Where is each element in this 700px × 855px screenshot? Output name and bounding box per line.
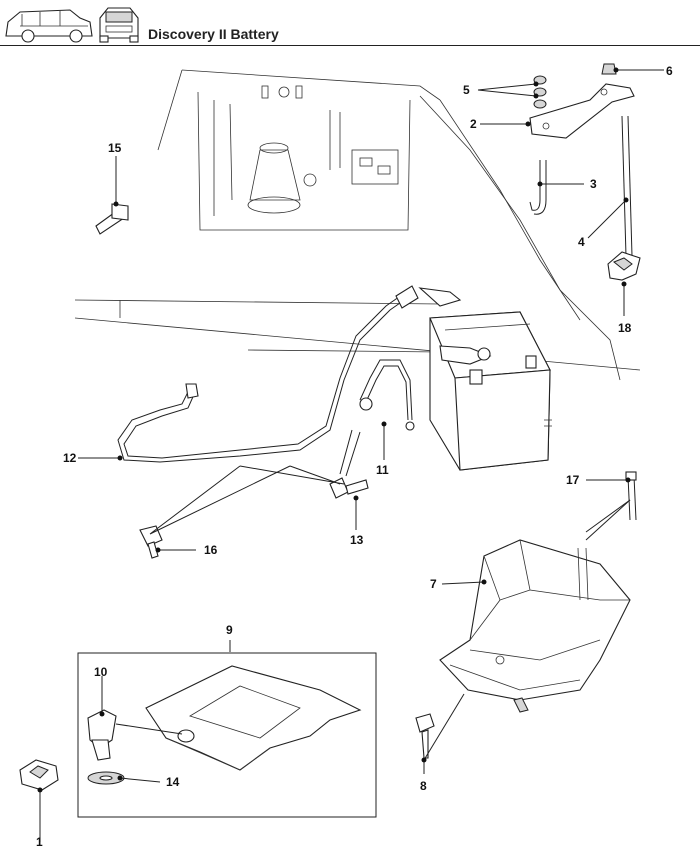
j-bolt (529, 160, 547, 215)
callout-10: 10 (94, 665, 108, 679)
header-rule (0, 45, 700, 46)
callout-18: 18 (618, 321, 632, 335)
header-bar: Discovery II Battery (0, 0, 700, 46)
nut-6 (601, 63, 617, 75)
callout-15: 15 (108, 141, 122, 155)
positive-battery-cable (117, 285, 462, 463)
battery-clamp-bracket (529, 83, 635, 139)
screw-8 (415, 713, 435, 759)
callout-4: 4 (578, 235, 585, 249)
vehicle-front-view-icon (99, 7, 139, 43)
callout-8: 8 (420, 779, 427, 793)
bolt-15 (95, 203, 129, 235)
negative-battery-cable (359, 345, 492, 431)
callout-14: 14 (166, 775, 180, 789)
callout-2: 2 (470, 117, 477, 131)
callout-17: 17 (566, 473, 580, 487)
cover-panel-box (77, 652, 377, 818)
body-structure (74, 69, 641, 381)
bolt-13 (329, 477, 369, 499)
vehicle-side-view-icon (5, 9, 93, 43)
rod-17 (625, 471, 637, 521)
callout-arrowheads (37, 67, 631, 793)
callout-16: 16 (204, 543, 218, 557)
callout-1: 1 (36, 835, 43, 849)
callout-5: 5 (463, 83, 470, 97)
long-rod (621, 115, 633, 257)
callout-labels: 1 2 3 4 5 6 7 8 9 10 11 12 13 14 15 16 1… (36, 64, 673, 849)
callout-12: 12 (63, 451, 77, 465)
battery (429, 311, 552, 471)
callout-leaders (39, 69, 664, 842)
callout-13: 13 (350, 533, 364, 547)
callout-11: 11 (376, 463, 389, 477)
clip-1 (19, 759, 59, 791)
callout-3: 3 (590, 177, 597, 191)
nuts-5 (533, 75, 547, 109)
knob-18 (607, 251, 641, 281)
callout-9: 9 (226, 623, 233, 637)
callout-7: 7 (430, 577, 437, 591)
page-title: Discovery II Battery (148, 26, 279, 42)
callout-6: 6 (666, 64, 673, 78)
battery-tray (439, 539, 631, 713)
clip-16 (139, 525, 163, 559)
